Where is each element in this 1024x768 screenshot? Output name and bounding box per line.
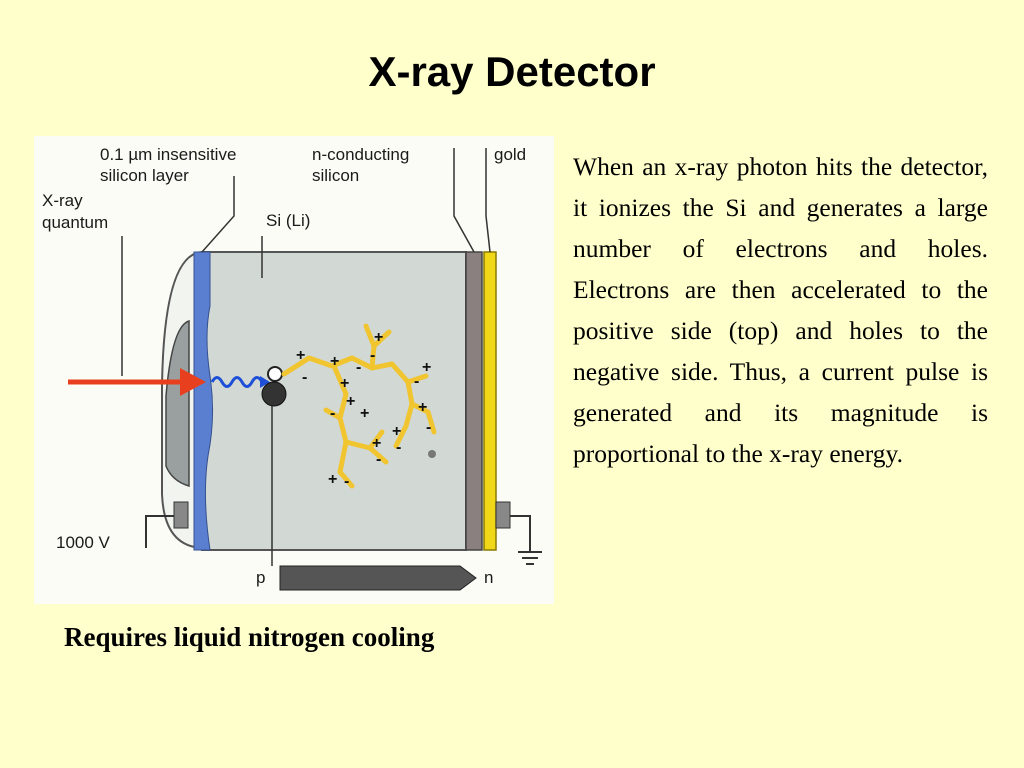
detector-diagram: + - + + - - + + - + + - + - + + - - + - [34, 136, 554, 604]
ground-symbol [518, 551, 542, 565]
svg-text:+: + [422, 359, 431, 376]
svg-text:-: - [344, 473, 349, 490]
charge-markers: + - + + - - + + - + + - + - + + - - + - [296, 329, 431, 490]
svg-text:-: - [356, 359, 361, 376]
label-insensitive-1: 0.1 µm insensitive [100, 145, 236, 164]
detector-schematic: + - + + - - + + - + + - + - + + - - + - [42, 145, 542, 591]
svg-text:+: + [392, 423, 401, 440]
svg-text:+: + [372, 435, 381, 452]
right-terminal [495, 501, 511, 529]
label-xray-2: quantum [42, 213, 108, 232]
svg-text:-: - [302, 369, 307, 386]
svg-text:+: + [296, 347, 305, 364]
svg-text:+: + [346, 393, 355, 410]
label-insensitive-2: silicon layer [100, 166, 189, 185]
label-n: n [484, 568, 493, 587]
leader-nconducting [453, 148, 475, 253]
label-xray-1: X-ray [42, 191, 83, 210]
insensitive-layer [193, 251, 214, 551]
electron-dot [267, 366, 283, 382]
svg-text:+: + [418, 399, 427, 416]
slide-title: X-ray Detector [368, 48, 656, 95]
label-voltage: 1000 V [56, 533, 111, 552]
svg-text:+: + [360, 405, 369, 422]
signal-arrow [279, 565, 477, 591]
photon-arrow-head [180, 368, 206, 396]
svg-text:+: + [374, 329, 383, 346]
leader-gold [485, 148, 491, 253]
gold-layer [483, 251, 497, 551]
svg-text:-: - [414, 373, 419, 390]
photon-wave [210, 376, 264, 388]
cooling-caption: Requires liquid nitrogen cooling [64, 622, 435, 652]
debris-dot [428, 450, 436, 458]
right-wire [510, 515, 531, 552]
ionization-track [281, 323, 437, 489]
svg-text:-: - [396, 439, 401, 456]
svg-text:-: - [370, 347, 375, 364]
leader-insensitive [201, 176, 235, 253]
svg-text:-: - [426, 419, 431, 436]
svg-text:+: + [340, 375, 349, 392]
label-p: p [256, 568, 265, 587]
photon-wave-head [260, 376, 270, 388]
svg-text:+: + [330, 353, 339, 370]
left-wire [145, 515, 174, 548]
silicon-crystal [201, 251, 467, 551]
description-paragraph: When an x-ray photon hits the detector, … [573, 152, 988, 468]
label-sili: Si (Li) [266, 211, 310, 230]
svg-text:+: + [328, 471, 337, 488]
label-nconducting-1: n-conducting [312, 145, 409, 164]
left-terminal [173, 501, 189, 529]
svg-text:-: - [376, 451, 381, 468]
label-nconducting-2: silicon [312, 166, 359, 185]
hole-dot [261, 381, 287, 407]
label-gold: gold [494, 145, 526, 164]
entrance-window [165, 319, 190, 488]
svg-text:-: - [330, 405, 335, 422]
n-conducting-layer [465, 251, 483, 551]
